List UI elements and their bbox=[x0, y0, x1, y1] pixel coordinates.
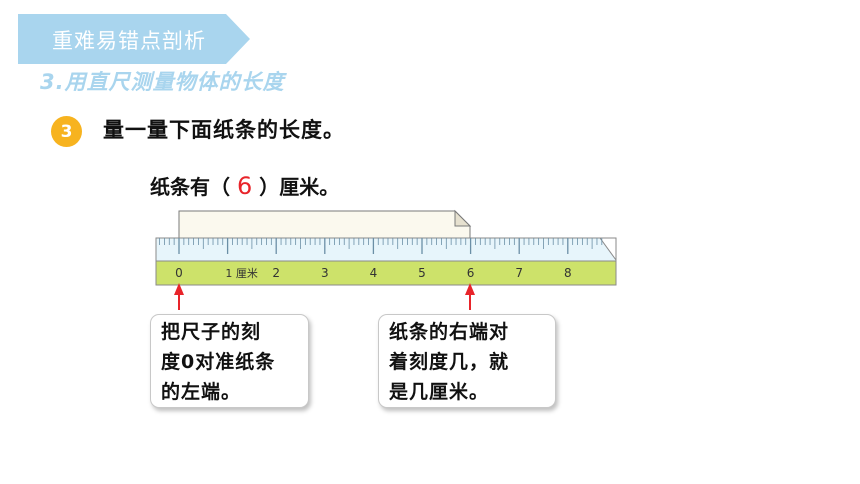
answer-line: 纸条有（ 6 ）厘米。 bbox=[150, 171, 339, 200]
callout-line: 是几厘米。 bbox=[389, 381, 490, 403]
callout-line: 的左端。 bbox=[161, 381, 242, 403]
answer-value: 6 bbox=[236, 172, 253, 200]
arrow-end-icon bbox=[465, 283, 475, 310]
ruler-tick-label: 7 bbox=[515, 266, 523, 280]
ruler-tick-label: 4 bbox=[370, 266, 378, 280]
callout-line: 把尺子的刻 bbox=[161, 321, 262, 343]
answer-prefix: 纸条有（ bbox=[150, 175, 237, 199]
callout-left: 把尺子的刻 度0对准纸条 的左端。 bbox=[150, 314, 309, 408]
banner-shape bbox=[18, 14, 250, 64]
paper-strip bbox=[178, 209, 472, 241]
ruler-tick-label: 5 bbox=[418, 266, 426, 280]
answer-suffix: ）厘米。 bbox=[252, 175, 340, 199]
ruler: 0 1 厘米 2 3 4 5 6 7 8 bbox=[155, 237, 617, 286]
banner-title: 重难易错点剖析 bbox=[52, 29, 206, 53]
problem-number-badge: 3 bbox=[51, 116, 82, 147]
callout-right: 纸条的右端对 着刻度几，就 是几厘米。 bbox=[378, 314, 556, 408]
callout-line: 度0对准纸条 bbox=[161, 351, 276, 373]
problem-text: 量一量下面纸条的长度。 bbox=[103, 118, 345, 142]
section-banner: 重难易错点剖析 bbox=[18, 14, 250, 64]
ruler-tick-labels: 0 1 厘米 2 3 4 5 6 7 8 bbox=[175, 266, 571, 280]
ruler-tick-label: 1 厘米 bbox=[225, 267, 258, 280]
arrow-zero-icon bbox=[174, 283, 184, 310]
section-title: 3.用直尺测量物体的长度 bbox=[40, 70, 285, 94]
ruler-tick-label: 0 bbox=[175, 266, 183, 280]
callout-line: 着刻度几，就 bbox=[389, 351, 510, 373]
ruler-tick-label: 8 bbox=[564, 266, 572, 280]
ruler-tick-label: 2 bbox=[272, 266, 280, 280]
ruler-ticks bbox=[159, 238, 603, 254]
callout-line: 纸条的右端对 bbox=[389, 321, 510, 343]
ruler-tick-label: 3 bbox=[321, 266, 329, 280]
ruler-tick-label: 6 bbox=[467, 266, 475, 280]
